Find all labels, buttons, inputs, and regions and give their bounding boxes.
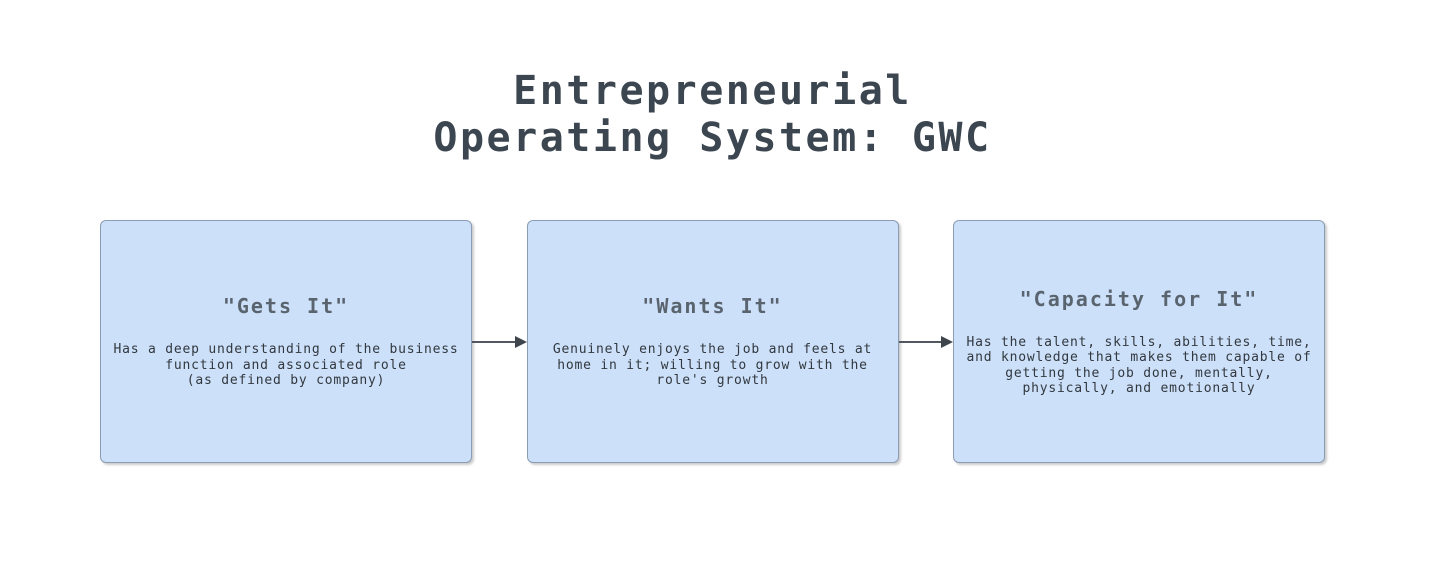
arrow-connector-2[interactable]: [898, 335, 953, 348]
box-gets-it[interactable]: "Gets It" Has a deep understanding of th…: [100, 220, 472, 463]
box-gets-it-heading: "Gets It": [222, 294, 350, 319]
box-capacity-for-it-body: Has the talent, skills, abilities, time,…: [966, 334, 1312, 397]
arrow-connector-1[interactable]: [472, 335, 527, 348]
box-wants-it-heading: "Wants It": [642, 294, 783, 319]
box-capacity-for-it-heading: "Capacity for It": [1019, 286, 1259, 311]
box-wants-it-body: Genuinely enjoys the job and feels at ho…: [552, 342, 873, 389]
arrow-line: [898, 340, 941, 343]
boxes-row: "Gets It" Has a deep understanding of th…: [100, 220, 1325, 463]
box-gets-it-body: Has a deep understanding of the business…: [113, 342, 459, 389]
arrow-line: [472, 340, 515, 343]
arrow-head-icon: [514, 335, 527, 348]
diagram-title: Entrepreneurial Operating System: GWC: [433, 68, 992, 161]
arrow-head-icon: [941, 335, 953, 348]
box-capacity-for-it[interactable]: "Capacity for It" Has the talent, skills…: [953, 220, 1325, 463]
box-wants-it[interactable]: "Wants It" Genuinely enjoys the job and …: [526, 220, 899, 463]
